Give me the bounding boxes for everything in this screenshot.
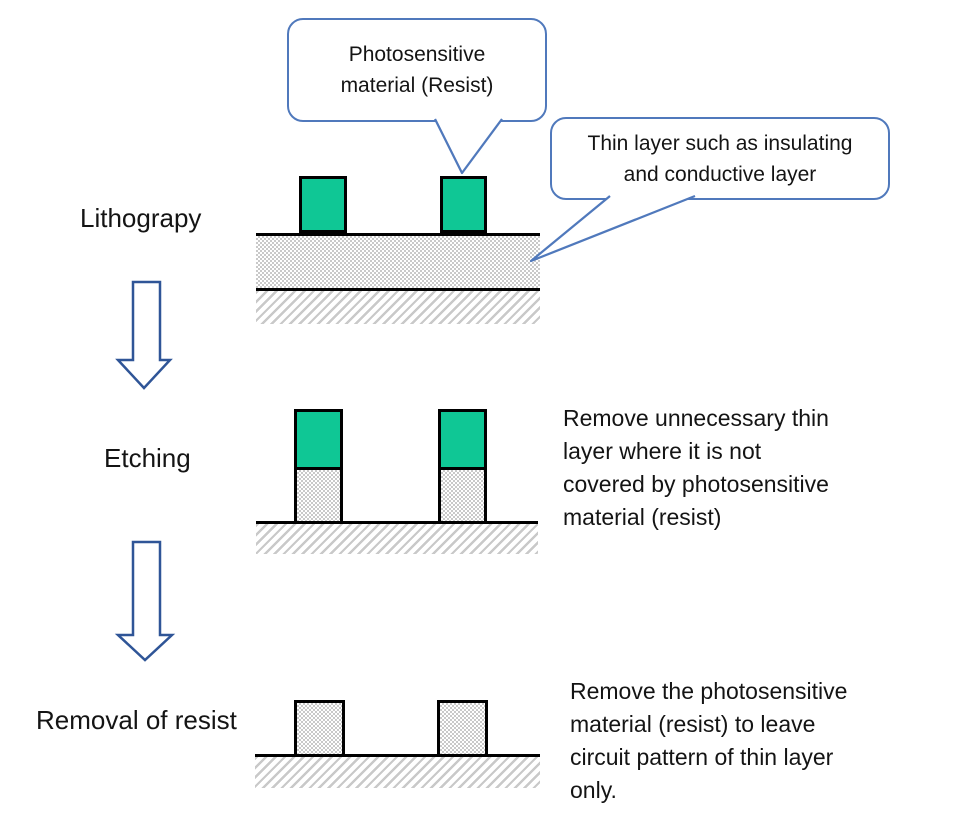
resist-block-2-stage2 [438, 409, 487, 470]
substrate-stage1 [256, 291, 540, 324]
callout-thin-layer-text: Thin layer such as insulating and conduc… [587, 131, 853, 186]
callout-resist-text: Photosensitive material (Resist) [340, 43, 494, 97]
callout-thin-layer-tail-pointer-icon [529, 194, 696, 263]
thin-layer-block-2-stage3 [437, 700, 488, 754]
callout-resist-bubble: Photosensitive material (Resist) [287, 18, 547, 122]
substrate-stage3 [255, 754, 540, 788]
callout-resist-tail-pointer-icon [433, 118, 503, 175]
thin-layer-block-2-stage2 [438, 470, 487, 521]
removal-description: Remove the photosensitive material (resi… [570, 678, 848, 803]
thin-layer-block-1-stage3 [294, 700, 345, 754]
thin-layer-strip-stage1 [256, 233, 540, 291]
down-arrow-icon [114, 540, 176, 662]
resist-block-2-stage1 [440, 176, 487, 233]
thin-layer-block-1-stage2 [294, 470, 343, 521]
down-arrow-icon [115, 280, 173, 390]
stage-label-lithography: Lithograpy [80, 203, 202, 233]
resist-block-1-stage2 [294, 409, 343, 470]
stage-label-removal: Removal of resist [36, 705, 237, 735]
resist-block-1-stage1 [299, 176, 347, 233]
substrate-stage2 [256, 521, 538, 554]
etching-description: Remove unnecessary thin layer where it i… [563, 405, 829, 530]
callout-thin-layer-bubble: Thin layer such as insulating and conduc… [550, 117, 890, 200]
stage-label-etching: Etching [104, 443, 191, 473]
